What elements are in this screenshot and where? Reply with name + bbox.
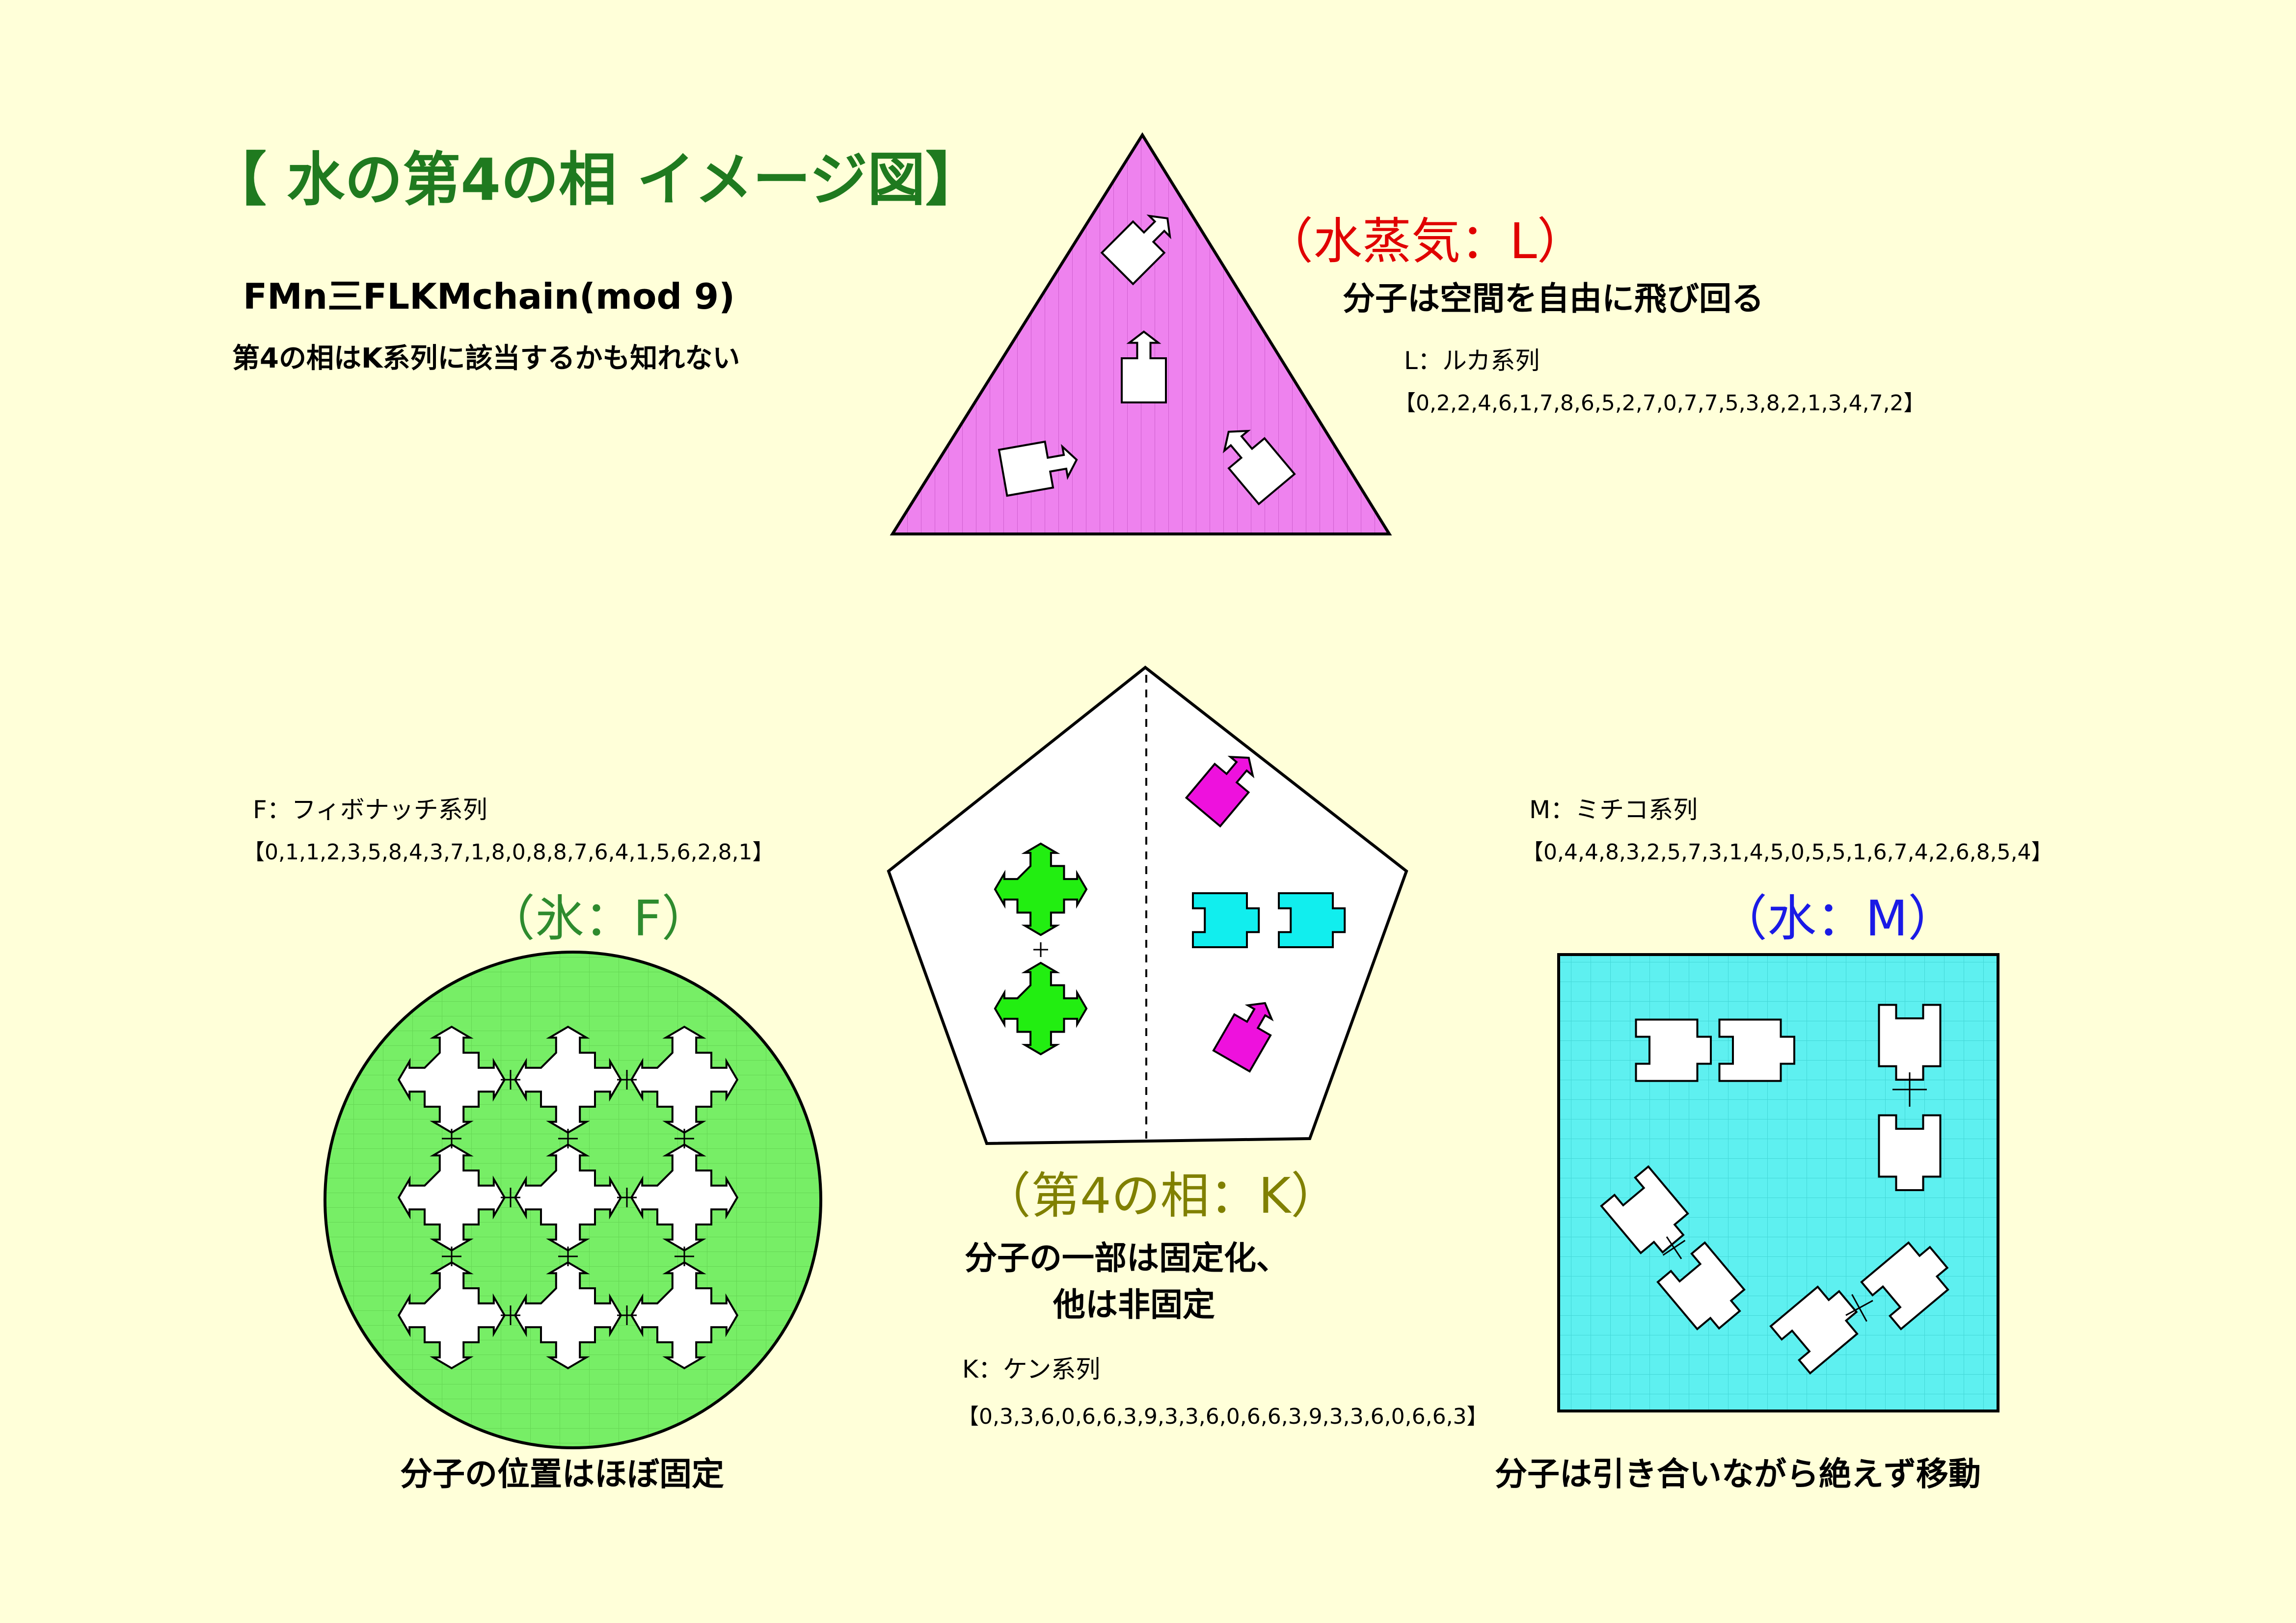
cross-molecule-icon [513, 1261, 622, 1370]
arrow-molecule-icon [1222, 429, 1296, 506]
cross-molecule-icon [994, 961, 1088, 1056]
cross-molecule-icon [630, 1143, 739, 1252]
bond-link [558, 1129, 578, 1148]
bar-molecule-icon [1718, 1018, 1795, 1082]
fourth-phase-molecules [994, 756, 1346, 1073]
bar-molecule-icon [1860, 1241, 1949, 1330]
fourth-series: 【0,3,3,6,0,6,6,3,9,3,3,6,0,6,6,3,9,3,3,6… [957, 1404, 1488, 1429]
bond-link [1662, 1236, 1686, 1259]
bond-link [617, 1188, 637, 1207]
ice-molecules [397, 1025, 739, 1370]
bond-link [501, 1070, 520, 1090]
ice-phase-label: （氷：F） [486, 890, 711, 947]
bond-link [501, 1305, 520, 1325]
bar-molecule-icon [1278, 892, 1346, 948]
fourth-description-line1: 分子の一部は固定化、 [965, 1239, 1289, 1277]
ice-series: 【0,1,1,2,3,5,8,4,3,7,1,8,0,8,8,7,6,4,1,5… [243, 840, 774, 865]
ice-description: 分子の位置はほぼ固定 [400, 1455, 724, 1493]
bond-link [1892, 1072, 1927, 1107]
water-series: 【0,4,4,8,3,2,5,7,3,1,4,5,0,5,5,1,6,7,4,2… [1522, 840, 2053, 865]
bond-link [442, 1247, 461, 1266]
arrow-molecule-icon [1100, 214, 1171, 286]
cross-molecule-icon [630, 1261, 739, 1370]
bond-link [675, 1247, 694, 1266]
cross-molecule-icon [397, 1025, 506, 1134]
fourth-series-name: K：ケン系列 [962, 1355, 1101, 1384]
bond-link [558, 1247, 578, 1266]
cross-molecule-icon [513, 1143, 622, 1252]
bond-link [1033, 942, 1048, 957]
arrow-molecule-icon [1121, 330, 1167, 403]
bond-link [442, 1129, 461, 1148]
bond-link [501, 1188, 520, 1207]
water-description: 分子は引き合いながら絶えず移動 [1495, 1455, 1981, 1493]
arrow-molecule-icon [998, 440, 1078, 497]
bond-link [617, 1070, 637, 1090]
bond-link [675, 1129, 694, 1148]
hypothesis-note: 第4の相はK系列に該当するかも知れない [232, 343, 740, 374]
water-series-name: M：ミチコ系列 [1529, 796, 1698, 824]
cross-molecule-icon [397, 1143, 506, 1252]
cross-molecule-icon [630, 1025, 739, 1134]
bond-link [617, 1305, 637, 1325]
bar-molecule-icon [1600, 1165, 1689, 1254]
bar-molecule-icon [1635, 1018, 1712, 1082]
cross-molecule-icon [397, 1261, 506, 1370]
vapor-phase-label: （水蒸気：L） [1264, 213, 1586, 270]
formula: FMn三FLKMchain(mod 9) [243, 276, 735, 317]
fourth-description-line2: 他は非固定 [1053, 1286, 1215, 1324]
ice-series-name: F：フィボナッチ系列 [253, 796, 487, 824]
cross-molecule-icon [994, 842, 1088, 936]
arrow-molecule-icon [1212, 1002, 1274, 1073]
bar-molecule-icon [1878, 1114, 1942, 1191]
page-title: 【 水の第4の相 イメージ図】 [209, 146, 983, 213]
vapor-series-name: L：ルカ系列 [1404, 346, 1540, 375]
fourth-phase-label: （第4の相：K） [982, 1167, 1340, 1224]
bar-molecule-icon [1769, 1285, 1859, 1375]
bar-molecule-icon [1656, 1241, 1746, 1330]
bar-molecule-icon [1878, 1004, 1942, 1081]
vapor-description: 分子は空間を自由に飛び回る [1343, 280, 1764, 318]
water-molecules [1600, 1004, 1949, 1375]
arrow-molecule-icon [1185, 756, 1255, 828]
cross-molecule-icon [513, 1025, 622, 1134]
vapor-series: 【0,2,2,4,6,1,7,8,6,5,2,7,0,7,7,5,3,8,2,1… [1394, 391, 1925, 416]
water-phase-label: （水：M） [1718, 890, 1957, 947]
bar-molecule-icon [1192, 892, 1260, 948]
vapor-molecules [998, 214, 1296, 506]
bond-link [1845, 1294, 1873, 1322]
